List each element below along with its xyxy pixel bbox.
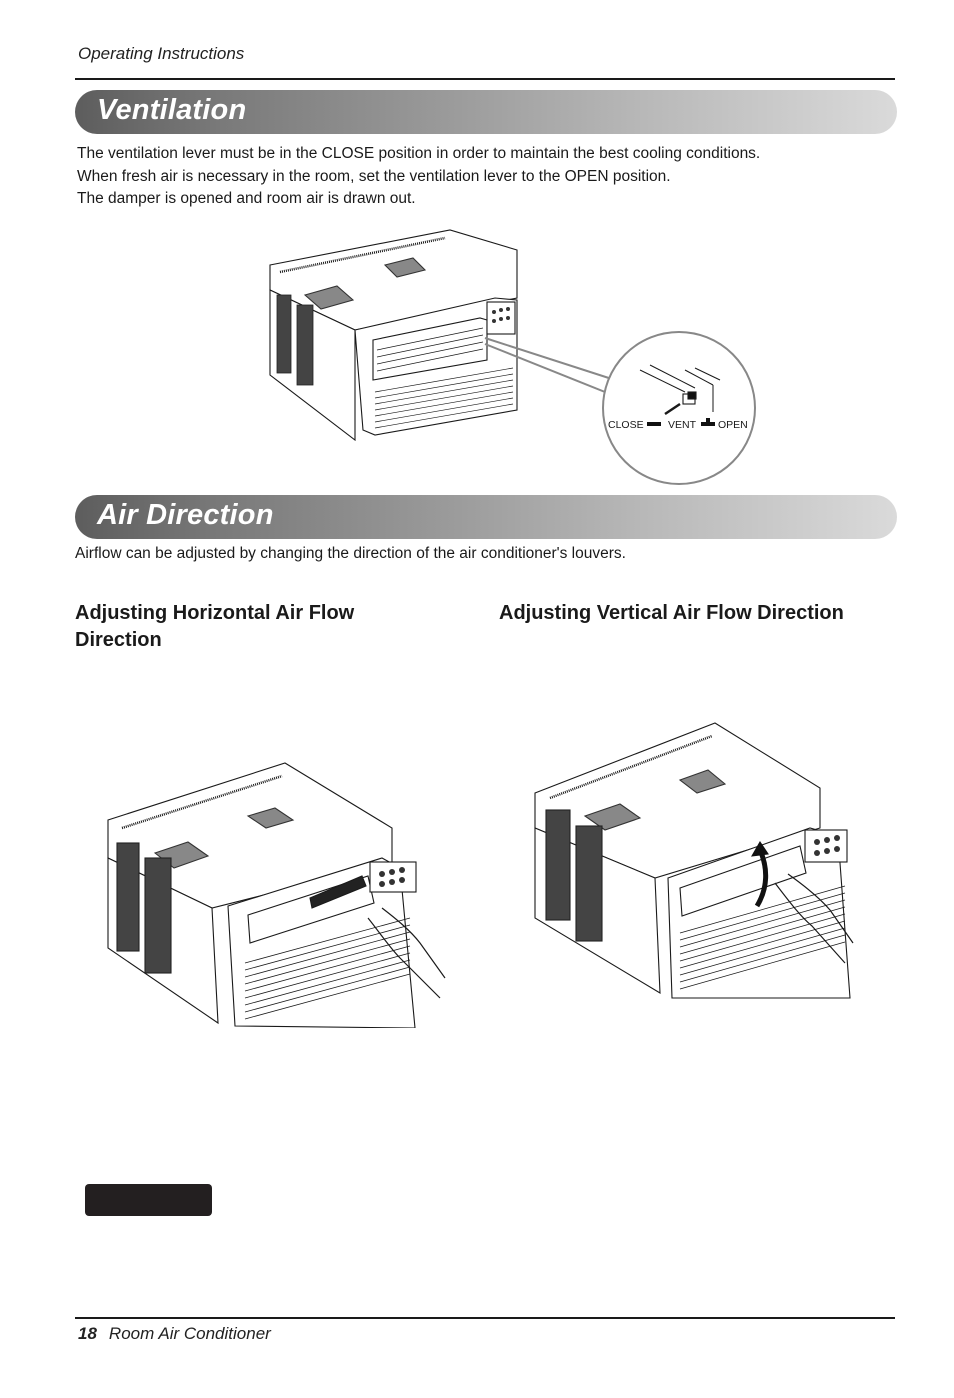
callout-label-open: OPEN	[718, 419, 748, 431]
heading-horizontal-line1: Adjusting Horizontal Air Flow	[75, 602, 355, 624]
ventilation-paragraph: When fresh air is necessary in the room,…	[77, 167, 671, 185]
ventilation-figure: CLOSE VENT OPEN	[269, 229, 756, 485]
note-box	[85, 1184, 212, 1216]
air-direction-intro: Airflow can be adjusted by changing the …	[75, 545, 626, 562]
header-rule	[75, 78, 895, 80]
section-title-ventilation: Ventilation	[97, 94, 247, 126]
section-bar-air-direction: Air Direction	[75, 495, 897, 539]
running-head: Operating Instructions	[78, 44, 245, 63]
vertical-airflow-figure	[534, 722, 854, 999]
footer-title: Room Air Conditioner	[108, 1324, 271, 1343]
page-number: 18	[78, 1324, 97, 1343]
ventilation-paragraph: The ventilation lever must be in the CLO…	[77, 145, 761, 162]
heading-horizontal-airflow: Adjusting Horizontal Air Flow Direction	[75, 600, 354, 654]
ventilation-text: The ventilation lever must be in the CLO…	[77, 143, 760, 211]
footer-rule	[75, 1317, 895, 1319]
section-bar-ventilation: Ventilation	[75, 90, 897, 134]
heading-horizontal-line2: Direction	[75, 629, 162, 651]
callout-label-close: CLOSE	[608, 419, 644, 431]
heading-vertical-airflow: Adjusting Vertical Air Flow Direction	[499, 602, 844, 624]
horizontal-airflow-figure	[107, 762, 446, 1028]
callout-label-vent: VENT	[668, 419, 697, 431]
ventilation-paragraph: The damper is opened and room air is dra…	[77, 190, 416, 207]
section-title-air-direction: Air Direction	[97, 499, 274, 531]
footer: 18 Room Air Conditioner	[78, 1324, 271, 1344]
